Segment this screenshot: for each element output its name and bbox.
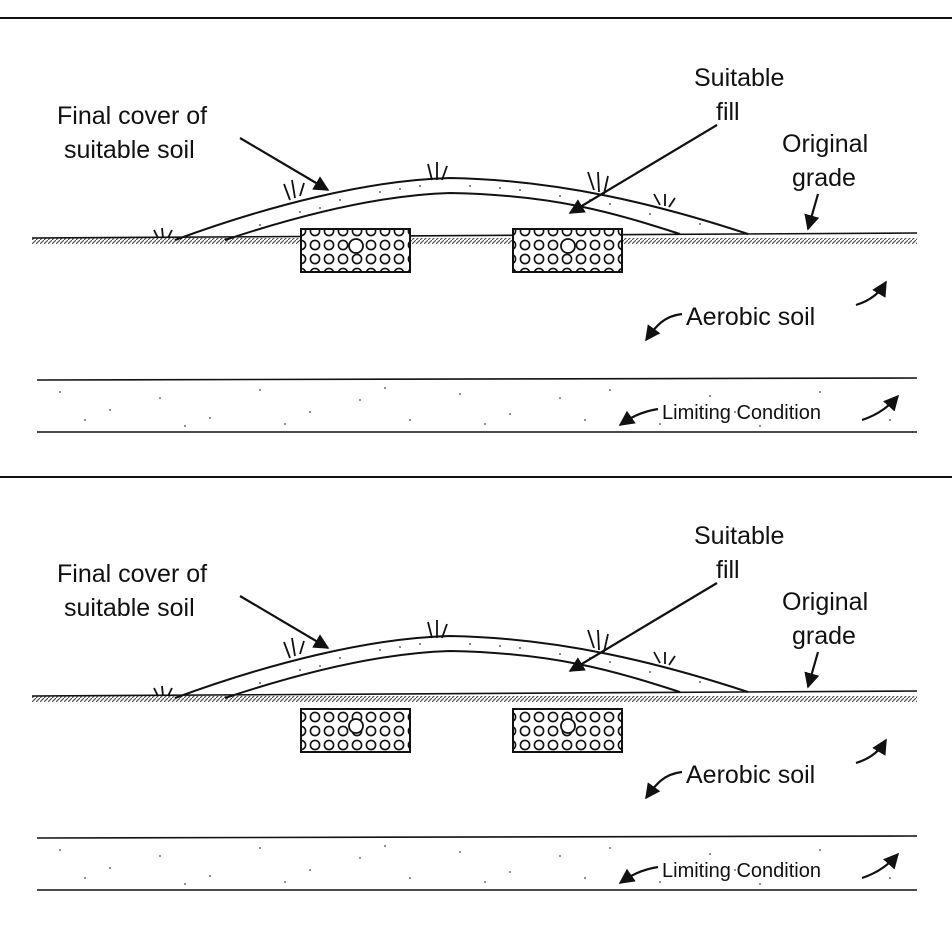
original-grade-band [32,238,917,244]
final-cover-label-line1: Final cover of [57,102,207,130]
final-cover-outline [174,176,749,241]
suitable-fill-label-line1: Suitable [694,64,784,92]
original-grade-label-line1: Original [782,588,868,616]
suitable-fill-outline [224,649,681,699]
original-grade-band [32,696,917,702]
aerobic-soil-label: Aerobic soil [686,761,815,789]
grass-tuft-icon [153,620,676,697]
suitable-fill-outline [224,191,681,241]
grade-line [31,232,918,239]
limiting-stipple [59,845,891,885]
panel-1: Final cover of suitable soil Suitable fi… [31,64,918,433]
original-grade-label-line1: Original [782,130,868,158]
curved-arrow-icon [239,582,900,884]
final-cover-outline [174,634,749,699]
limiting-stipple [59,387,891,427]
panel-2: Final cover of suitable soil Suitable fi… [31,522,918,891]
final-cover-label-line2: suitable soil [64,594,195,622]
limiting-top-line [36,835,918,839]
curved-arrow-icon [239,124,900,426]
cover-stipple [259,185,701,226]
suitable-fill-label-line1: Suitable [694,522,784,550]
original-grade-label-line2: grade [792,164,856,192]
suitable-fill-label-line2: fill [716,556,740,584]
limiting-condition-label: Limiting Condition [662,402,821,424]
distribution-pipe [348,238,364,254]
distribution-pipe [560,718,576,734]
original-grade-label-line2: grade [792,622,856,650]
gravel-trench-icon [300,708,411,753]
final-cover-label-line1: Final cover of [57,560,207,588]
distribution-pipe [560,238,576,254]
limiting-condition-label: Limiting Condition [662,860,821,882]
suitable-fill-label-line2: fill [716,98,740,126]
distribution-pipe [348,718,364,734]
final-cover-label-line2: suitable soil [64,136,195,164]
grass-tuft-icon [153,162,676,239]
aerobic-soil-label: Aerobic soil [686,303,815,331]
grade-line [31,690,918,697]
limiting-top-line [36,377,918,381]
